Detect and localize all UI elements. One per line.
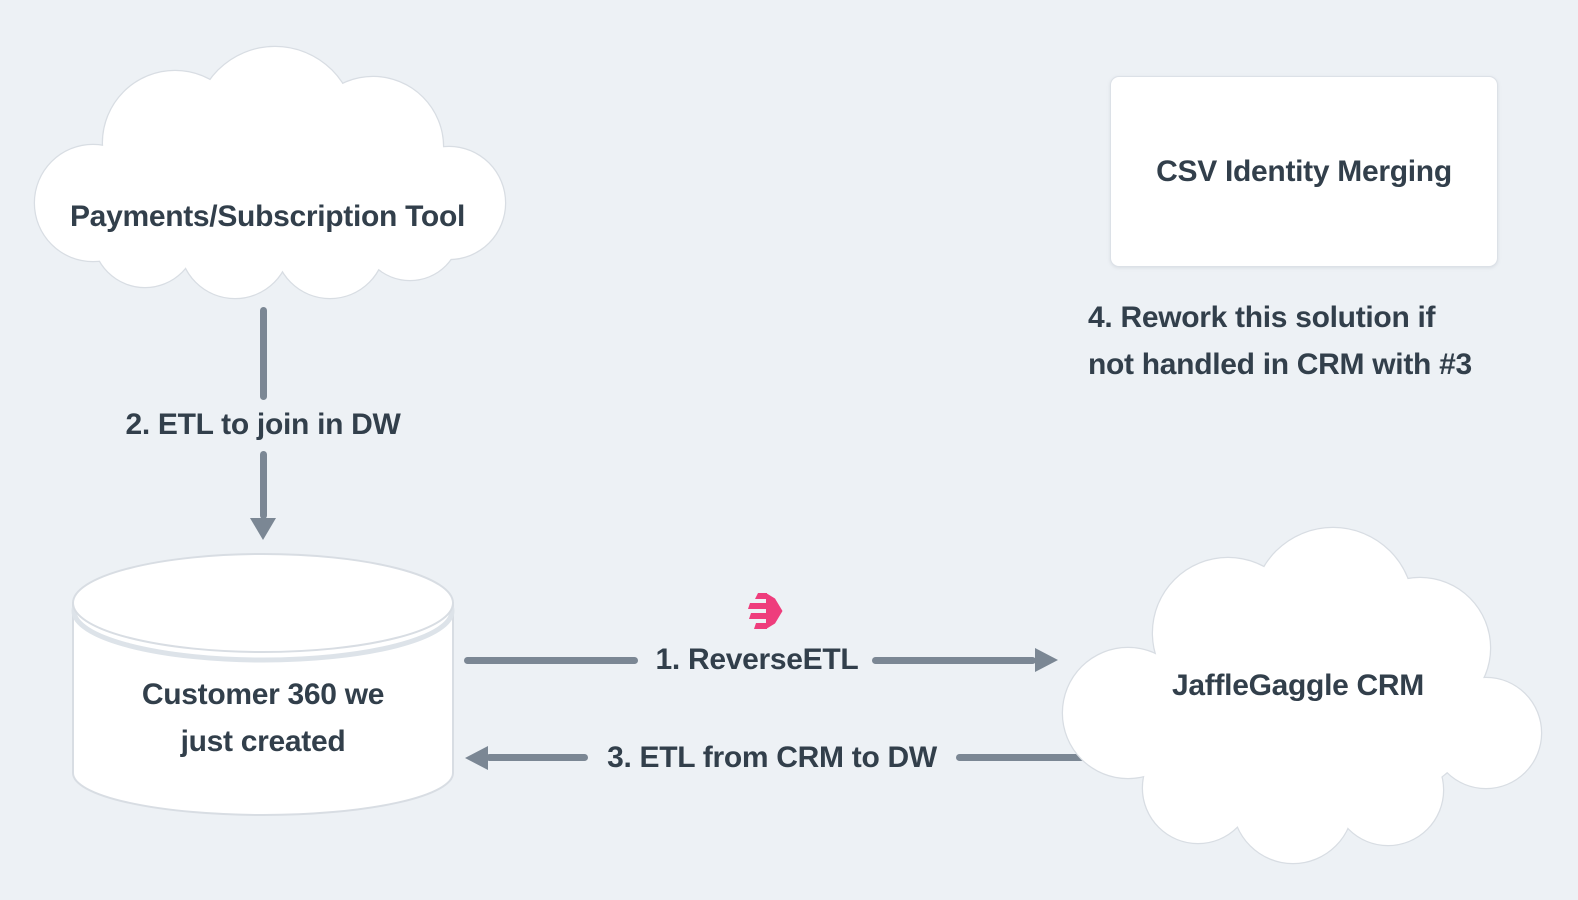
edge-etl-to-dw-line-top [260, 307, 267, 400]
cloud-shape-icon [33, 45, 507, 300]
node-crm-cloud: JaffleGaggle CRM [1058, 518, 1543, 868]
customer360-label-line2: just created [180, 725, 346, 758]
edge-reverse-etl-line-right [872, 657, 1036, 664]
edge-etl-from-crm-label: 3. ETL from CRM to DW [607, 741, 937, 774]
rework-note-line2: not handled in CRM with #3 [1088, 348, 1472, 381]
rework-note-line1: 4. Rework this solution if [1088, 301, 1436, 334]
edge-etl-from-crm-line-right [956, 754, 1086, 761]
edge-reverse-etl-label: 1. ReverseETL [655, 643, 859, 676]
edge-etl-to-dw-label: 2. ETL to join in DW [125, 408, 401, 441]
edge-etl-to-dw-line-bottom [260, 451, 267, 519]
node-customer360-database: Customer 360 we just created [71, 553, 455, 816]
arrowhead-left-icon [465, 746, 488, 770]
edge-reverse-etl-line-left [464, 657, 638, 664]
payments-cloud-label: Payments/Subscription Tool [69, 200, 466, 233]
database-cylinder-icon [71, 553, 455, 816]
customer360-label-line1: Customer 360 we [141, 678, 385, 711]
arrowhead-down-icon [250, 518, 276, 540]
crm-cloud-label: JaffleGaggle CRM [1172, 669, 1424, 702]
customer360-label: Customer 360 we just created [72, 671, 454, 765]
arrowhead-right-icon [1035, 648, 1058, 672]
node-payments-cloud: Payments/Subscription Tool [25, 45, 510, 300]
edge-etl-from-crm-line-left [486, 754, 588, 761]
hightouch-logo-icon [748, 593, 783, 629]
rework-note: 4. Rework this solution if not handled i… [1088, 294, 1472, 388]
csv-card-label: CSV Identity Merging [1156, 154, 1452, 188]
node-csv-card: CSV Identity Merging [1110, 76, 1498, 267]
